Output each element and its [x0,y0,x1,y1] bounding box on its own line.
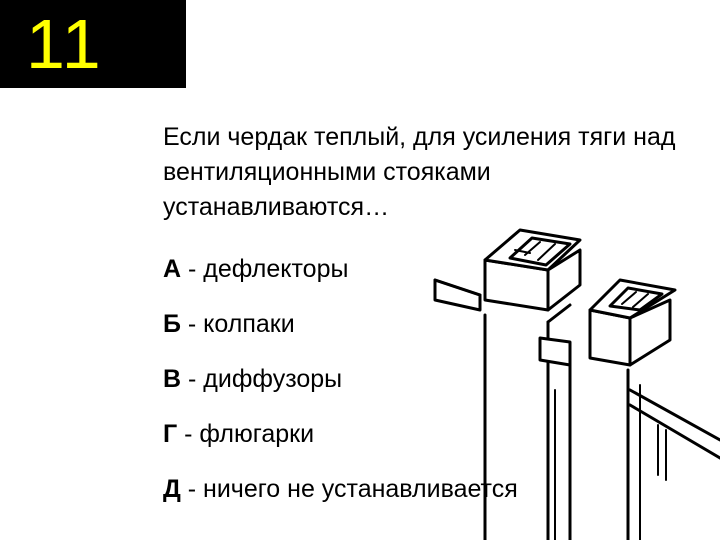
question-text: Если чердак теплый, для усиления тяги на… [163,123,676,221]
answer-text: - ничего не устанавливается [180,475,518,503]
answer-option-e[interactable]: Д - ничего не устанавливается [163,473,720,528]
slide-number-box: 11 [0,0,186,88]
answer-letter: Б [163,310,181,338]
answer-letter: В [163,365,182,393]
answer-letter: Г [163,420,178,448]
answer-text: - колпаки [180,310,295,338]
answer-option-b[interactable]: Б - колпаки [163,308,720,363]
answer-text: - диффузоры [181,365,343,393]
answer-letter: А [163,255,182,283]
answer-letter: Д [163,475,181,503]
answer-option-c[interactable]: В - диффузоры [163,363,720,418]
answer-list: А - дефлекторы Б - колпаки В - диффузоры… [163,253,720,528]
answer-option-d[interactable]: Г - флюгарки [163,418,720,473]
answer-text: - дефлекторы [181,255,349,283]
answer-option-a[interactable]: А - дефлекторы [163,253,720,308]
slide-number: 11 [26,5,103,83]
ventilation-stacks-with-caps-icon [433,228,720,540]
answer-text: - флюгарки [177,420,315,448]
